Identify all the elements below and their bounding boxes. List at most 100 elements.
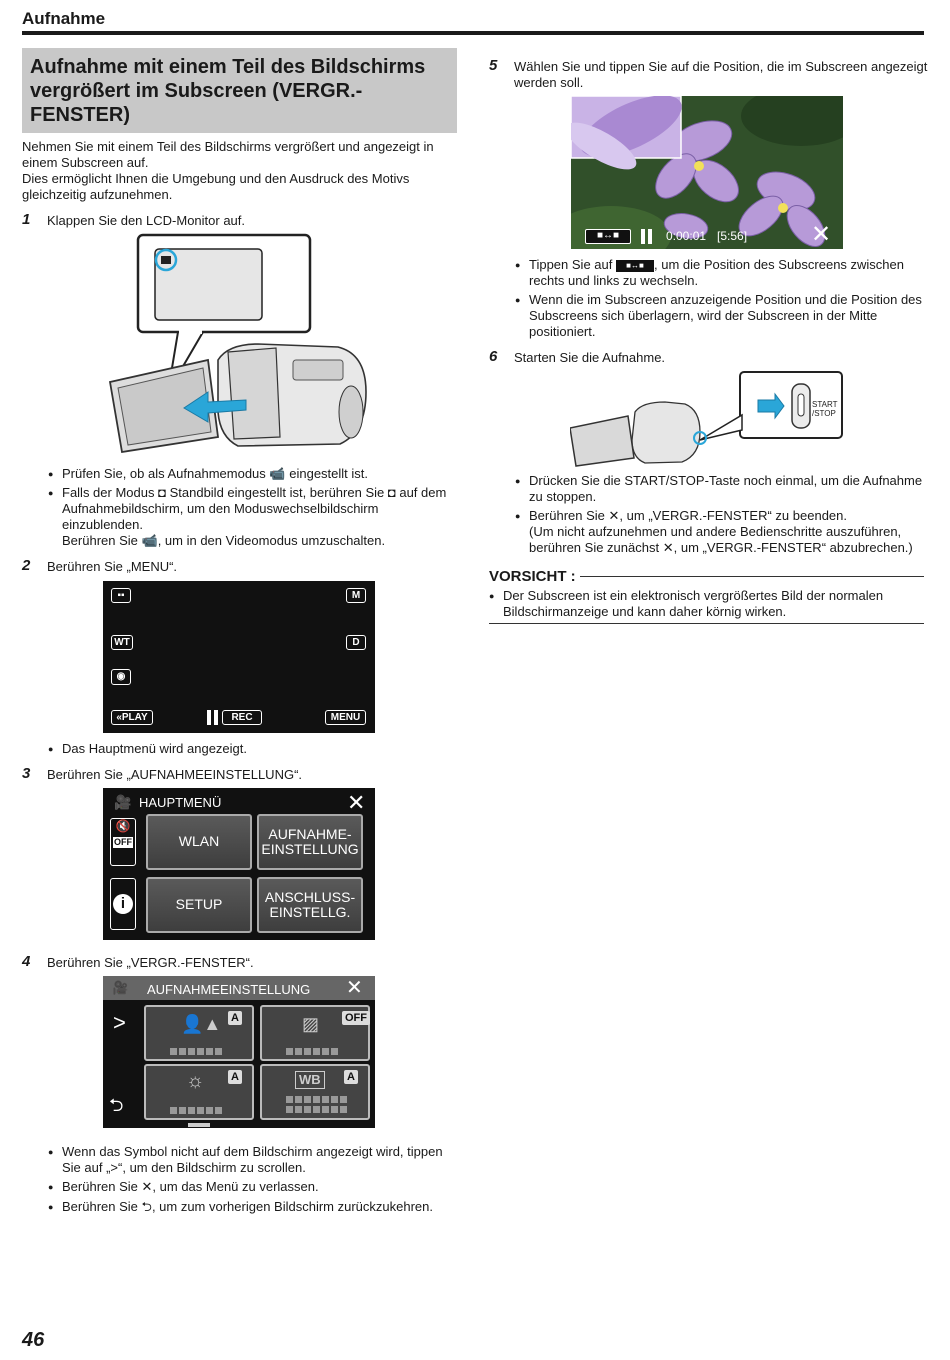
caution-text: Der Subscreen ist ein elektronisch vergr… — [489, 588, 909, 620]
bullet-back: Berühren Sie ⮌, um zum vorherigen Bildsc… — [48, 1199, 458, 1215]
step-6-text: Starten Sie die Aufnahme. — [514, 350, 666, 365]
close-icon[interactable]: ✕ — [346, 977, 363, 999]
video-mode-icon: 🎥 — [114, 794, 132, 810]
effect-icon: ▨ — [302, 1014, 320, 1034]
white-balance-tile[interactable]: WB A — [260, 1064, 370, 1120]
off-badge: OFF — [342, 1011, 370, 1025]
step-1-number: 1 — [22, 211, 31, 228]
camera-icon: ◘ — [158, 485, 166, 500]
step-3-number: 3 — [22, 765, 31, 782]
close-icon[interactable]: ✕ — [811, 221, 832, 248]
auto-badge: A — [228, 1011, 242, 1025]
bullet-main-menu: Das Hauptmenü wird angezeigt. — [48, 741, 448, 757]
bullet-exit-subscreen: Berühren Sie ✕, um „VERGR.-FENSTER“ zu b… — [515, 508, 930, 556]
step-4-number: 4 — [22, 953, 31, 970]
bullet-overlap: Wenn die im Subscreen anzuzeigende Posit… — [515, 292, 930, 340]
pause-icon — [207, 710, 211, 725]
camcorder-illustration — [108, 233, 367, 454]
page-number: 46 — [22, 1329, 45, 1351]
header-rule — [22, 31, 924, 35]
scroll-next-icon[interactable]: > — [113, 1010, 126, 1035]
effect-tile[interactable]: ▨ OFF — [260, 1005, 370, 1061]
section-title: Aufnahme mit einem Teil des Bildschirms … — [22, 48, 457, 133]
pause-icon — [648, 229, 652, 244]
video-mode-icon: 🎥 — [112, 980, 129, 995]
recording-settings-tile[interactable]: AUFNAHME- EINSTELLUNG — [257, 814, 363, 870]
caution-bottom-rule — [489, 623, 924, 624]
camera-icon: ◘ — [387, 485, 396, 500]
bullet-swap-position: Tippen Sie auf ■↔■, um die Position des … — [515, 257, 925, 289]
caution-title: VORSICHT : — [489, 568, 576, 585]
iris-flowers-photo — [571, 96, 843, 249]
main-menu-screen: 🎥 HAUPTMENÜ ✕ 🔇 OFF i WLAN AUFNAHME- EIN… — [103, 788, 375, 940]
recording-screen: ▪▪ M WT D ◉ «PLAY REC MENU — [103, 581, 375, 733]
bullet-scroll: Wenn das Symbol nicht auf dem Bildschirm… — [48, 1144, 458, 1176]
close-icon: ✕ — [662, 540, 674, 555]
rec-button[interactable]: REC — [222, 710, 262, 725]
d-button[interactable]: D — [346, 635, 366, 650]
remaining-time: [5:56] — [717, 229, 748, 243]
step-3-text: Berühren Sie „AUFNAHMEEINSTELLUNG“. — [47, 767, 303, 782]
step-5-text: Wählen Sie und tippen Sie auf die Positi… — [514, 59, 928, 90]
back-icon[interactable]: ⮌ — [109, 1095, 124, 1115]
close-icon: ✕ — [141, 1179, 153, 1194]
step-6-number: 6 — [489, 348, 498, 365]
subscreen-preview[interactable]: ■↔■ 0:00:01 [5:56] ✕ — [571, 96, 843, 249]
silent-button[interactable]: 🔇 OFF — [110, 818, 136, 866]
step-2-number: 2 — [22, 557, 31, 574]
m-button[interactable]: M — [346, 588, 366, 603]
off-label: OFF — [113, 837, 133, 849]
rec-settings-title: AUFNAHMEEINSTELLUNG — [147, 982, 311, 997]
wt-button[interactable]: WT — [111, 635, 133, 650]
snapshot-button[interactable]: ◉ — [111, 669, 131, 685]
brightness-tile[interactable]: ☼ A — [144, 1064, 254, 1120]
video-mode-icon: 📹 — [141, 533, 158, 548]
placeholder-dots — [170, 1107, 222, 1114]
bullet-exit-menu: Berühren Sie ✕, um das Menü zu verlassen… — [48, 1179, 458, 1195]
bullet-check-mode: Prüfen Sie, ob als Aufnahmemodus 📹 einge… — [48, 466, 458, 482]
scene-icon: 👤▲ — [181, 1014, 222, 1034]
placeholder-dots — [286, 1096, 347, 1103]
setup-tile[interactable]: SETUP — [146, 877, 252, 933]
pause-icon — [641, 229, 645, 244]
bullet-stop-recording: Drücken Sie die START/STOP-Taste noch ei… — [515, 473, 930, 505]
scroll-indicator — [188, 1123, 210, 1127]
title-bar — [103, 976, 375, 1000]
placeholder-dots — [286, 1106, 347, 1113]
start-stop-label: START /STOP — [812, 400, 838, 418]
placeholder-dots — [170, 1048, 222, 1055]
step-4-text: Berühren Sie „VERGR.-FENSTER“. — [47, 955, 254, 970]
wb-icon: WB — [295, 1071, 325, 1090]
pause-icon — [214, 710, 218, 725]
connection-settings-tile[interactable]: ANSCHLUSS- EINSTELLG. — [257, 877, 363, 933]
header-title: Aufnahme — [22, 9, 106, 28]
brightness-icon: ☼ — [186, 1070, 205, 1092]
step-5-number: 5 — [489, 57, 498, 74]
video-mode-icon: 📹 — [269, 466, 286, 481]
swap-icon: ■↔■ — [596, 230, 620, 241]
caution-rule — [580, 576, 924, 577]
swap-icon: ■↔■ — [615, 259, 654, 272]
start-stop-illustration — [570, 371, 843, 467]
bullet-still-mode: Falls der Modus ◘ Standbild eingestellt … — [48, 485, 463, 549]
elapsed-time: 0:00:01 — [666, 229, 707, 243]
scroll-next-icon: > — [110, 1160, 119, 1175]
swap-position-button[interactable]: ■↔■ — [585, 229, 631, 244]
auto-badge: A — [344, 1070, 358, 1084]
step-2-text: Berühren Sie „MENU“. — [47, 559, 178, 574]
auto-badge: A — [228, 1070, 242, 1084]
close-icon: ✕ — [608, 508, 620, 523]
placeholder-dots — [286, 1048, 338, 1055]
close-icon[interactable]: ✕ — [347, 790, 366, 815]
info-icon: i — [113, 894, 133, 914]
menu-button[interactable]: MENU — [325, 710, 366, 725]
mute-icon: 🔇 — [115, 819, 131, 833]
video-mode-button[interactable]: ▪▪ — [111, 588, 131, 603]
scene-select-tile[interactable]: 👤▲ A — [144, 1005, 254, 1061]
info-button[interactable]: i — [110, 878, 136, 930]
main-menu-title: HAUPTMENÜ — [139, 795, 222, 810]
recording-settings-screen: 🎥 AUFNAHMEEINSTELLUNG ✕ > ⮌ 👤▲ A ▨ OFF ☼… — [103, 976, 375, 1128]
wlan-tile[interactable]: WLAN — [146, 814, 252, 870]
play-button[interactable]: «PLAY — [111, 710, 153, 725]
intro-text: Nehmen Sie mit einem Teil des Bildschirm… — [22, 139, 434, 202]
